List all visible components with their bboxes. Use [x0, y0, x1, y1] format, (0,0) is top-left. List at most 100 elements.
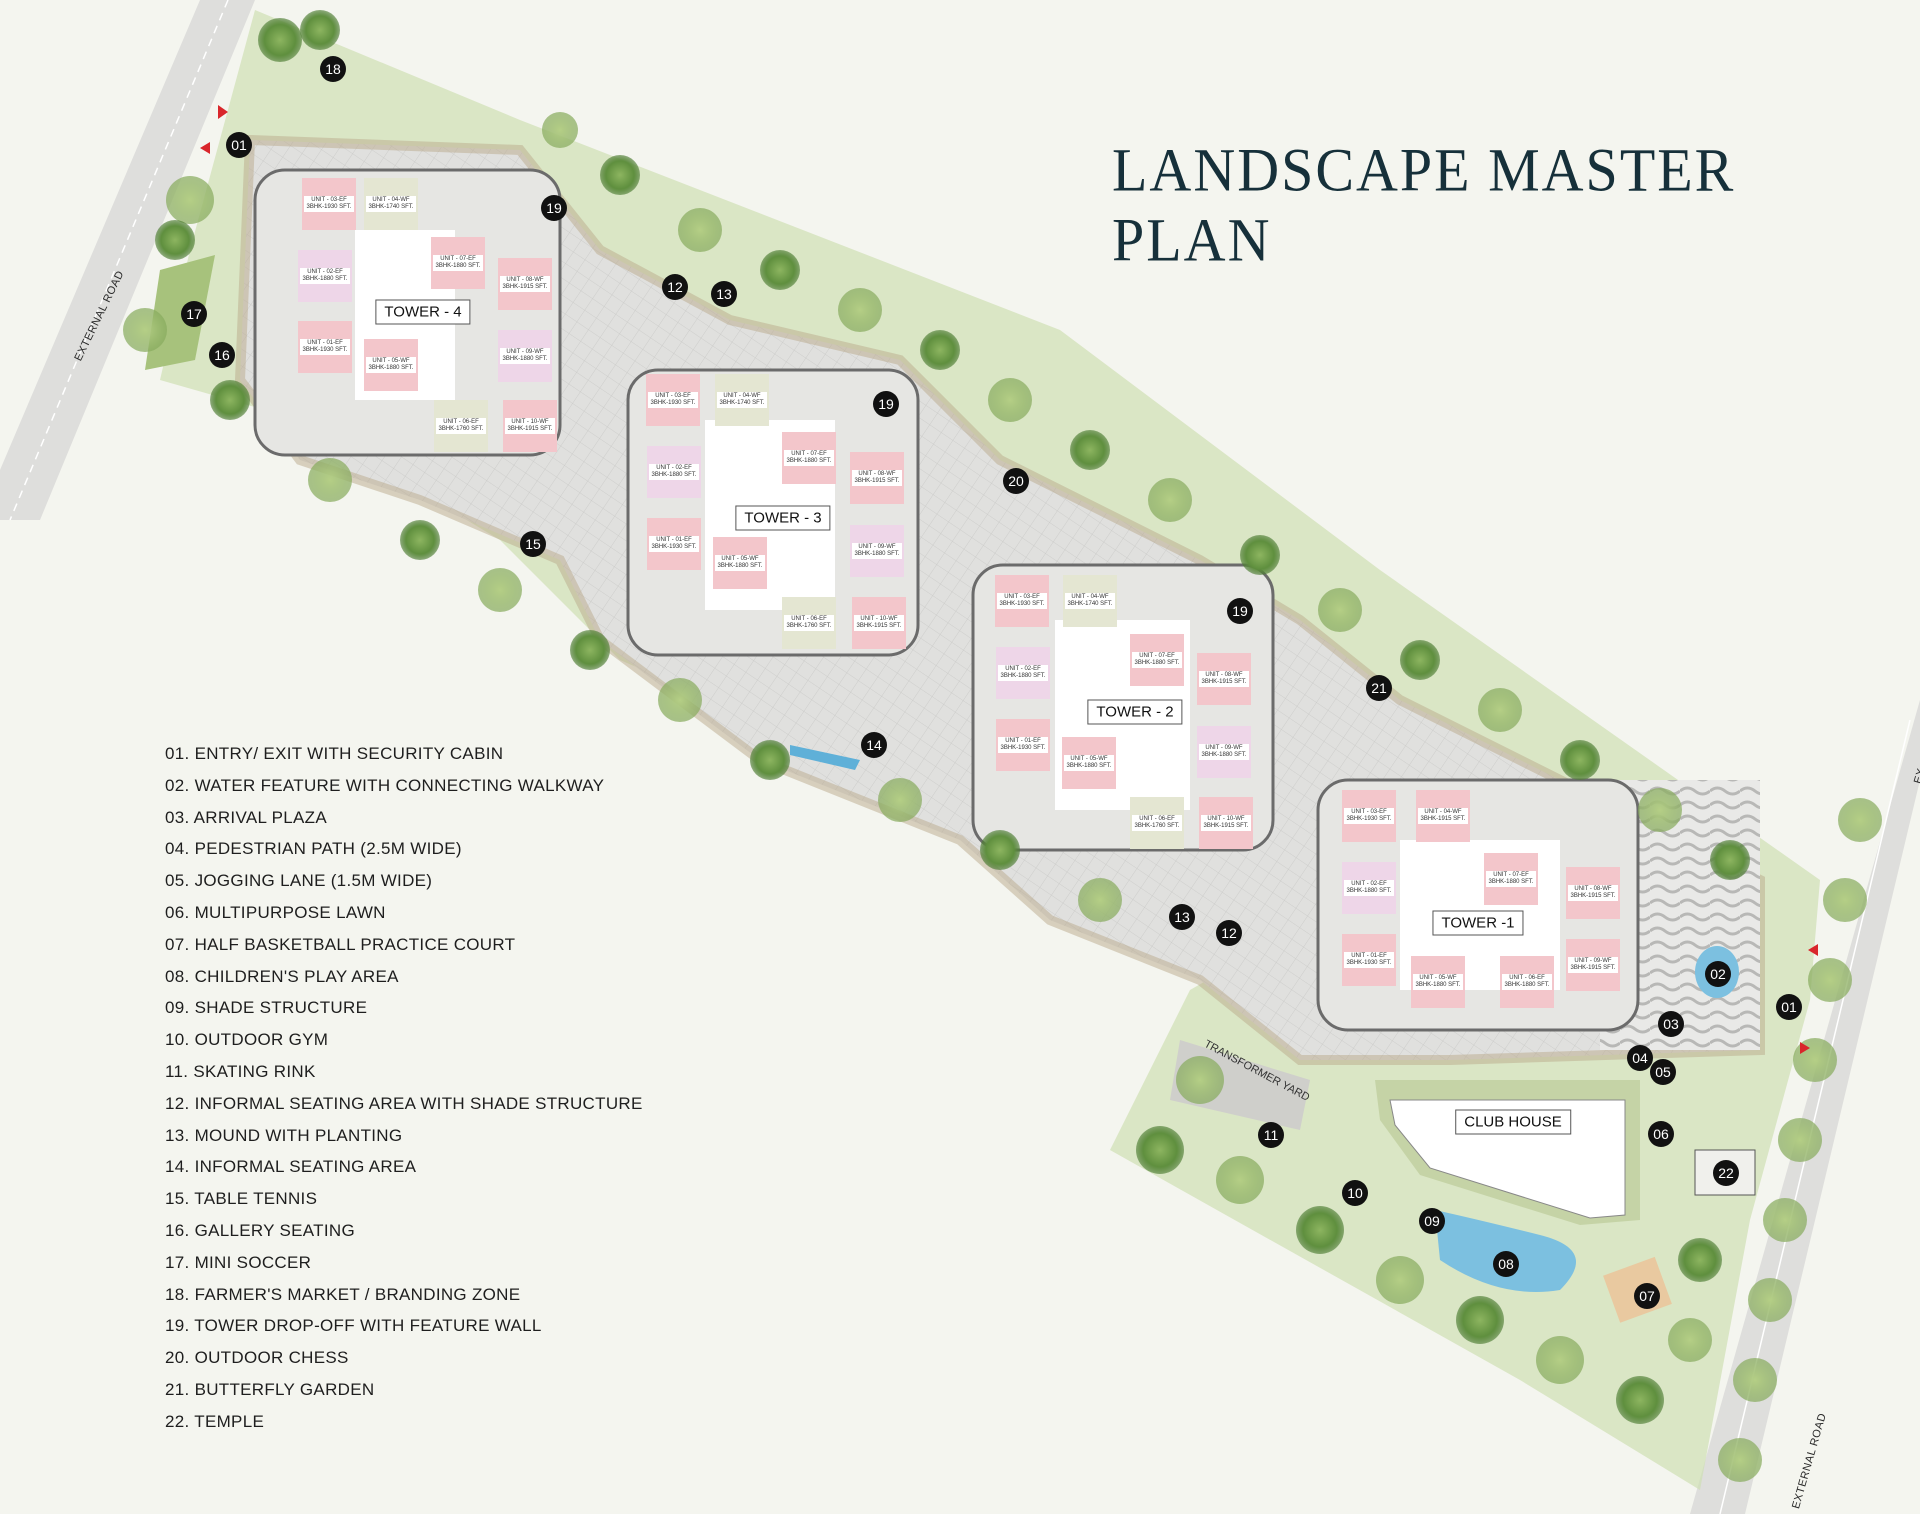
legend-item: 02. WATER FEATURE WITH CONNECTING WALKWA… — [165, 770, 643, 802]
legend-number: 21. — [165, 1379, 190, 1399]
external-road-left — [0, 0, 255, 521]
legend-text: OUTDOOR CHESS — [194, 1348, 349, 1368]
amenity-marker: 13 — [711, 281, 737, 307]
unit-id: UNIT - 01-EF — [656, 537, 692, 543]
legend-number: 09. — [165, 998, 190, 1018]
unit-id: UNIT - 09-WF — [1205, 745, 1243, 751]
legend-item: 19. TOWER DROP-OFF WITH FEATURE WALL — [165, 1310, 643, 1342]
legend-number: 07. — [165, 934, 190, 954]
amenity-marker: 19 — [1227, 598, 1253, 624]
legend-text: MOUND WITH PLANTING — [194, 1125, 403, 1145]
amenity-marker: 22 — [1713, 1160, 1739, 1186]
unit-id: UNIT - 07-EF — [1493, 872, 1529, 878]
unit-id: UNIT - 05-WF — [372, 358, 410, 364]
tower-label: TOWER - 3 — [735, 505, 831, 531]
unit-id: UNIT - 07-EF — [1139, 653, 1175, 659]
tower-label: TOWER - 4 — [375, 299, 471, 325]
unit-size: 3BHK-1930 SFT. — [999, 601, 1045, 607]
legend-item: 21. BUTTERFLY GARDEN — [165, 1374, 643, 1406]
legend-text: ARRIVAL PLAZA — [193, 807, 327, 827]
amenity-marker: 12 — [1216, 920, 1242, 946]
amenity-marker: 08 — [1493, 1251, 1519, 1277]
legend-text: FARMER'S MARKET / BRANDING ZONE — [194, 1284, 521, 1304]
unit-id: UNIT - 01-EF — [1005, 738, 1041, 744]
unit-size: 3BHK-1880 SFT. — [1201, 752, 1247, 758]
page-title: LANDSCAPE MASTER PLAN — [1112, 135, 1736, 275]
legend-number: 14. — [165, 1157, 190, 1177]
tower-label: TOWER - 2 — [1087, 699, 1183, 725]
amenity-marker: 11 — [1258, 1122, 1284, 1148]
unit-size: 3BHK-1740 SFT. — [719, 400, 765, 406]
legend-text: INFORMAL SEATING AREA — [194, 1157, 417, 1177]
unit-size: 3BHK-1915 SFT. — [856, 623, 902, 629]
unit-size: 3BHK-1930 SFT. — [306, 204, 352, 210]
legend-item: 14. INFORMAL SEATING AREA — [165, 1151, 643, 1183]
legend-item: 10. OUTDOOR GYM — [165, 1024, 643, 1056]
unit-id: UNIT - 06-EF — [443, 419, 479, 425]
legend-item: 03. ARRIVAL PLAZA — [165, 802, 643, 834]
unit-size: 3BHK-1880 SFT. — [368, 365, 414, 371]
legend-text: BUTTERFLY GARDEN — [194, 1379, 375, 1399]
unit-id: UNIT - 08-WF — [1574, 886, 1612, 892]
legend-item: 22. TEMPLE — [165, 1406, 643, 1438]
unit-id: UNIT - 06-EF — [791, 616, 827, 622]
unit-size: 3BHK-1915 SFT. — [1570, 893, 1616, 899]
legend-text: SHADE STRUCTURE — [194, 998, 368, 1018]
legend-text: TOWER DROP-OFF WITH FEATURE WALL — [194, 1316, 542, 1336]
amenity-marker: 14 — [861, 732, 887, 758]
amenity-marker: 16 — [209, 342, 235, 368]
unit-id: UNIT - 04-WF — [1424, 809, 1462, 815]
unit-size: 3BHK-1880 SFT. — [435, 263, 481, 269]
unit-size: 3BHK-1760 SFT. — [438, 426, 484, 432]
amenity-marker: 15 — [520, 531, 546, 557]
unit-id: UNIT - 09-WF — [858, 544, 896, 550]
legend-number: 16. — [165, 1220, 190, 1240]
unit-id: UNIT - 10-WF — [1207, 816, 1245, 822]
unit-id: UNIT - 06-EF — [1139, 816, 1175, 822]
amenity-marker: 13 — [1169, 904, 1195, 930]
legend-text: TEMPLE — [194, 1411, 265, 1431]
tower-label: TOWER -1 — [1432, 910, 1524, 936]
unit-size: 3BHK-1915 SFT. — [1420, 816, 1466, 822]
unit-size: 3BHK-1880 SFT. — [717, 563, 763, 569]
legend-item: 16. GALLERY SEATING — [165, 1215, 643, 1247]
amenity-marker: 18 — [320, 56, 346, 82]
legend-number: 11. — [165, 1061, 189, 1081]
unit-id: UNIT - 10-WF — [511, 419, 549, 425]
legend-number: 20. — [165, 1348, 190, 1368]
legend-item: 09. SHADE STRUCTURE — [165, 992, 643, 1024]
amenity-marker: 02 — [1705, 961, 1731, 987]
legend-item: 06. MULTIPURPOSE LAWN — [165, 897, 643, 929]
legend-item: 15. TABLE TENNIS — [165, 1183, 643, 1215]
unit-id: UNIT - 02-EF — [1005, 666, 1041, 672]
unit-size: 3BHK-1930 SFT. — [650, 400, 696, 406]
legend-text: OUTDOOR GYM — [194, 1030, 329, 1050]
unit-size: 3BHK-1880 SFT. — [302, 276, 348, 282]
unit-size: 3BHK-1930 SFT. — [651, 544, 697, 550]
